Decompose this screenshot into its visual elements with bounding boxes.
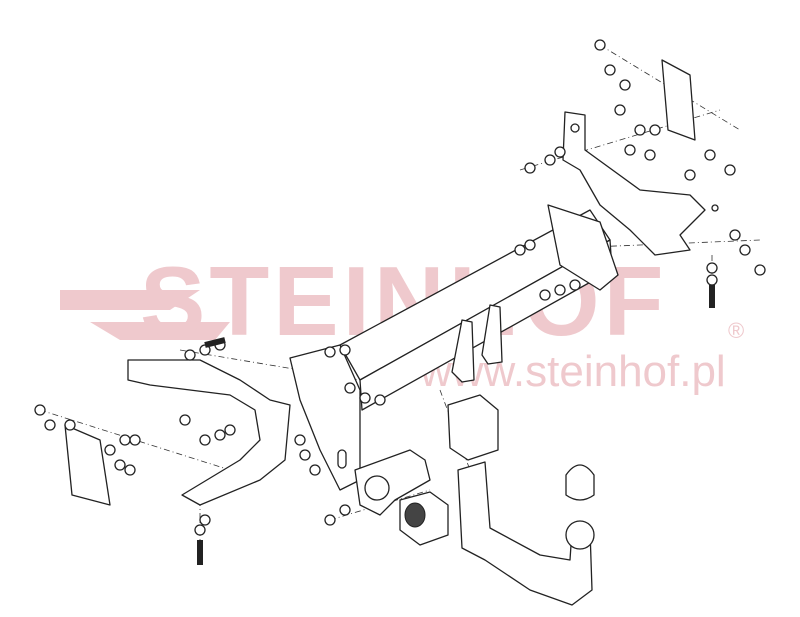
washer xyxy=(179,414,191,426)
washer xyxy=(514,244,526,256)
washer xyxy=(706,262,718,274)
washer xyxy=(539,289,551,301)
washer xyxy=(729,229,741,241)
washer xyxy=(634,124,646,136)
washer xyxy=(739,244,751,256)
washer xyxy=(374,394,386,406)
washer xyxy=(194,524,206,536)
washer xyxy=(184,349,196,361)
washer xyxy=(684,169,696,181)
washer xyxy=(706,274,718,286)
washer xyxy=(104,444,116,456)
washer xyxy=(309,464,321,476)
washer xyxy=(124,464,136,476)
bolt xyxy=(204,337,226,348)
left-mounting-bracket xyxy=(64,359,291,506)
washer xyxy=(594,39,606,51)
washer xyxy=(619,79,631,91)
right-mounting-bracket xyxy=(562,59,719,256)
washer xyxy=(604,64,616,76)
socket-bracket xyxy=(354,449,431,516)
washer xyxy=(644,149,656,161)
washer xyxy=(344,382,356,394)
washer xyxy=(339,504,351,516)
lock-housing xyxy=(447,394,499,461)
washer xyxy=(199,434,211,446)
main-crossbeam xyxy=(289,204,619,491)
watermark-registered: ® xyxy=(728,318,745,343)
fasteners xyxy=(34,39,766,565)
washer xyxy=(754,264,766,276)
electrical-socket xyxy=(399,491,449,546)
washer xyxy=(724,164,736,176)
washer xyxy=(299,449,311,461)
washer xyxy=(359,392,371,404)
washer xyxy=(554,146,566,158)
washer xyxy=(649,124,661,136)
towball-cap xyxy=(565,464,595,501)
washer xyxy=(569,279,581,291)
washer xyxy=(704,149,716,161)
washer xyxy=(224,424,236,436)
washer xyxy=(214,429,226,441)
washer xyxy=(114,459,126,471)
washer xyxy=(34,404,46,416)
washer xyxy=(324,514,336,526)
washer xyxy=(44,419,56,431)
washer xyxy=(339,344,351,356)
washer xyxy=(524,162,536,174)
washer xyxy=(524,239,536,251)
washer xyxy=(294,434,306,446)
washer xyxy=(614,104,626,116)
washer xyxy=(119,434,131,446)
washer xyxy=(554,284,566,296)
towball-neck xyxy=(457,461,595,606)
washer xyxy=(544,154,556,166)
washer xyxy=(64,419,76,431)
washer xyxy=(129,434,141,446)
washer xyxy=(624,144,636,156)
washer xyxy=(324,346,336,358)
washer xyxy=(199,514,211,526)
